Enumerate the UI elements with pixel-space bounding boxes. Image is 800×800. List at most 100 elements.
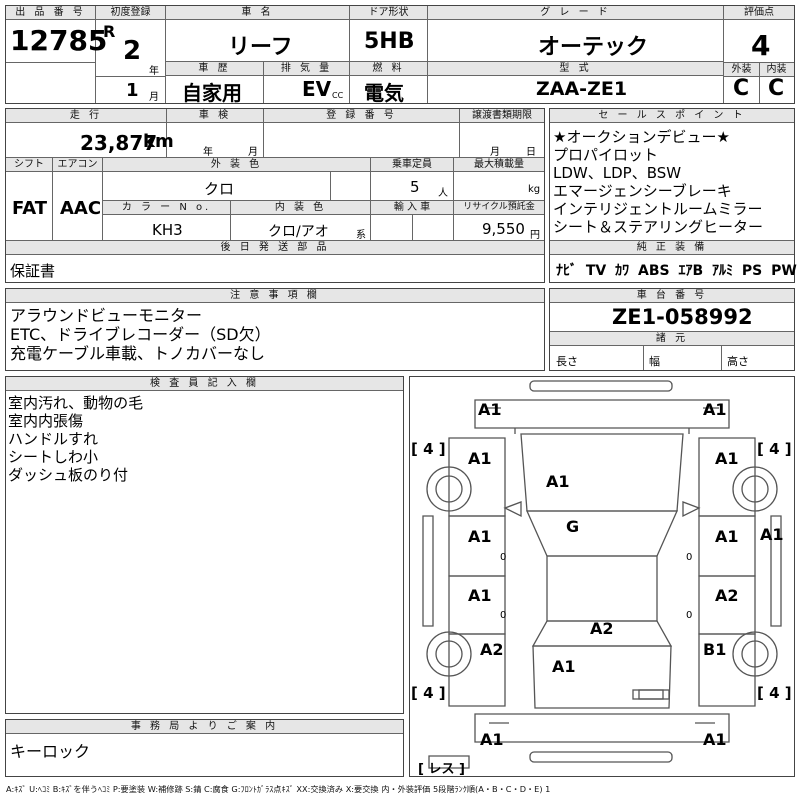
history-label: 車 歴 xyxy=(166,62,263,76)
transfer-month-unit: 月 xyxy=(490,147,500,158)
length-label: 長さ xyxy=(556,355,578,368)
width-label: 幅 xyxy=(649,355,660,368)
sales-points-label: セ ー ル ス ポ イ ン ト xyxy=(550,109,794,123)
int-color-label: 内 装 色 xyxy=(231,201,370,215)
damage-mark: A1 xyxy=(760,525,784,544)
header-block xyxy=(5,5,795,104)
reg-no-label: 登 録 番 号 xyxy=(264,109,459,123)
damage-mark: A2 xyxy=(480,640,504,659)
inspection-label: 車 検 xyxy=(167,109,263,123)
sales-point: シート＆ステアリングヒーター xyxy=(553,218,764,236)
inspector-line: ダッシュ板のり付 xyxy=(8,466,129,484)
equipment-ps: PS xyxy=(741,263,763,279)
equipment-tv: TV xyxy=(585,263,607,279)
office-text: キーロック xyxy=(10,742,91,761)
office-label: 事 務 局 よ り ご 案 内 xyxy=(6,720,403,734)
grade-label: グ レ ー ド xyxy=(428,6,723,20)
ext-color: クロ xyxy=(204,180,235,198)
sales-point: エマージェンシーブレーキ xyxy=(553,182,732,200)
equipment-leather: ｶﾜ xyxy=(615,263,630,279)
ac-label: エアコン xyxy=(53,158,102,172)
later-parts: 保証書 xyxy=(10,262,56,280)
damage-mark: A1 xyxy=(480,730,504,749)
recycle-unit: 円 xyxy=(530,230,540,241)
model: ZAA-ZE1 xyxy=(536,78,628,100)
transfer-label: 譲渡書類期限 xyxy=(460,109,544,123)
shift: FAT xyxy=(12,198,48,219)
interior-label: 内装 xyxy=(759,63,794,77)
int-color: クロ/アオ xyxy=(268,224,329,240)
exterior-grade: C xyxy=(733,76,750,101)
sales-point: プロパイロット xyxy=(553,146,659,164)
door-shape: 5HB xyxy=(364,29,415,54)
score-label: 評価点 xyxy=(724,6,794,20)
chassis-number: ZE1-058992 xyxy=(612,305,753,329)
exterior-label: 外装 xyxy=(724,63,759,77)
capacity: 5 xyxy=(410,178,420,196)
equipment-pw: PW xyxy=(771,263,797,279)
damage-mark: A1 xyxy=(703,730,727,749)
fuel: 電気 xyxy=(364,81,404,105)
tread-mark: 0 xyxy=(500,610,507,621)
damage-mark: B1 xyxy=(703,640,727,659)
damage-mark: A1 xyxy=(715,527,739,546)
inspector-block xyxy=(5,376,404,714)
notes-label: 注 意 事 項 欄 xyxy=(6,289,544,303)
fuel-label: 燃 料 xyxy=(350,62,427,76)
damage-mark: G xyxy=(566,517,580,536)
damage-mark: A2 xyxy=(715,586,739,605)
door-label: ドア形状 xyxy=(350,6,427,20)
notes-list: アラウンドビューモニター ETC、ドライブレコーダー（SD欠） 充電ケーブル車載… xyxy=(10,306,271,363)
car-name-label: 車 名 xyxy=(166,6,349,20)
tread-mark: 0 xyxy=(500,552,507,563)
inspection-year-unit: 年 xyxy=(203,147,213,158)
grade: オーテック xyxy=(538,35,649,60)
sales-points-list: ★オークションデビュー★ プロパイロット LDW、LDP、BSW エマージェンシ… xyxy=(553,128,763,236)
displacement-label: 排 気 量 xyxy=(264,62,349,76)
reg-month: 1 xyxy=(126,80,139,101)
history: 自家用 xyxy=(182,81,242,105)
equipment-nav: ﾅﾋﾞ xyxy=(556,263,577,279)
inspector-list: 室内汚れ、動物の毛 室内内張傷 ハンドルすれ シートしわ小 ダッシュ板のり付 xyxy=(8,394,143,484)
int-color-unit: 系 xyxy=(356,230,366,241)
score: 4 xyxy=(751,29,771,62)
displacement: EV xyxy=(302,77,332,101)
recycle: 9,550 xyxy=(482,220,525,238)
shift-label: シフト xyxy=(6,158,52,172)
model-label: 型 式 xyxy=(428,62,723,76)
max-load-label: 最大積載量 xyxy=(454,158,544,172)
color-no: KH3 xyxy=(152,221,183,239)
car-name: リーフ xyxy=(228,35,293,60)
first-reg-label: 初度登録 xyxy=(96,6,165,20)
max-load-unit: kg xyxy=(528,184,541,195)
year-unit: 年 xyxy=(149,66,159,77)
sales-point: ★オークションデビュー★ xyxy=(553,128,730,146)
damage-mark: A2 xyxy=(590,619,614,638)
tire-depth: [ 4 ] xyxy=(757,440,792,458)
equipment-abs: ABS xyxy=(638,263,670,279)
tire-depth: [ 4 ] xyxy=(411,684,446,702)
damage-mark: A1 xyxy=(715,449,739,468)
sales-point: LDW、LDP、BSW xyxy=(553,164,682,182)
tire-depth: [ 4 ] xyxy=(411,440,446,458)
inspector-line: 室内内張傷 xyxy=(8,412,84,430)
lot-number: 12785 xyxy=(10,24,108,57)
equipment-airbag: ｴｱB xyxy=(678,263,704,279)
interior-grade: C xyxy=(768,76,785,101)
transfer-day-unit: 日 xyxy=(526,147,536,158)
spare-tire-none: [ レス ] xyxy=(418,762,465,777)
inspector-label: 検 査 員 記 入 欄 xyxy=(6,377,403,391)
damage-mark: A1 xyxy=(468,586,492,605)
mileage-label: 走 行 xyxy=(6,109,166,123)
import-label: 輸 入 車 xyxy=(371,201,453,215)
tread-mark: 0 xyxy=(686,610,693,621)
note-line: ETC、ドライブレコーダー（SD欠） xyxy=(10,325,271,344)
later-parts-label: 後 日 発 送 部 品 xyxy=(6,241,544,255)
note-line: 充電ケーブル車載、トノカバーなし xyxy=(10,344,266,363)
recycle-label: リサイクル預託金 xyxy=(454,201,544,215)
damage-mark: A1 xyxy=(478,400,502,419)
sales-point: インテリジェントルームミラー xyxy=(553,200,763,218)
color-no-label: カ ラ ー N o. xyxy=(103,201,230,215)
ac: AAC xyxy=(60,198,102,219)
damage-mark: A1 xyxy=(552,657,576,676)
